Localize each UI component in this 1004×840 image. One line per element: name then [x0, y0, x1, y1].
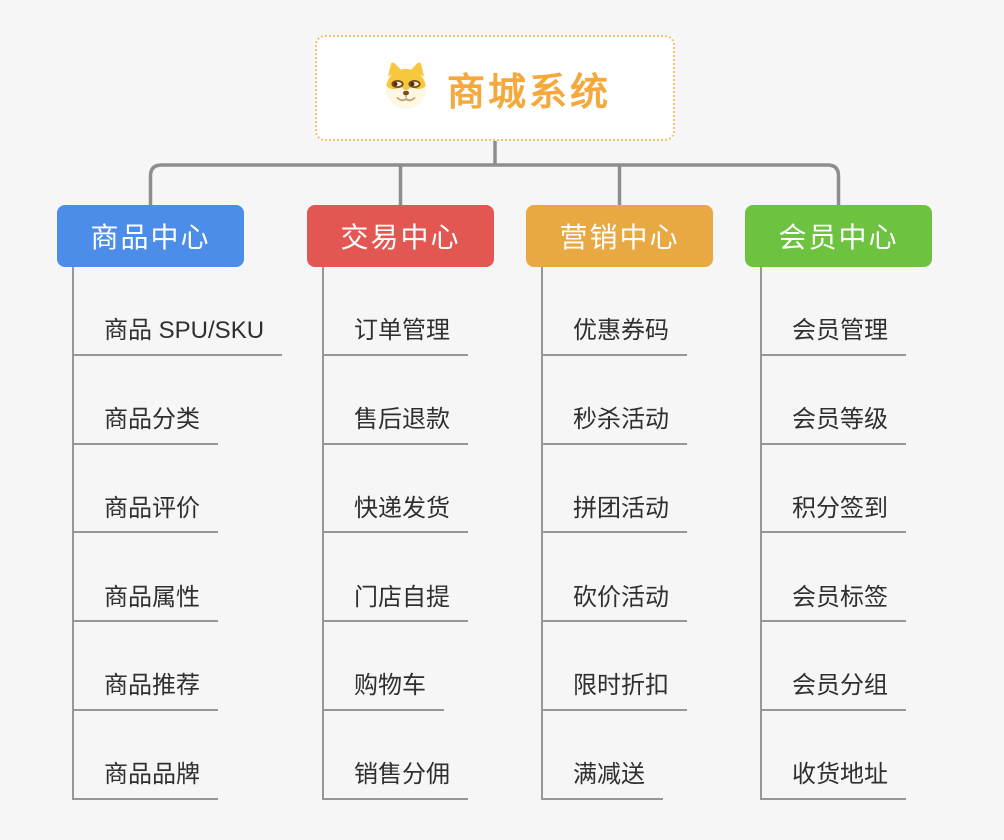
leaf-row: 门店自提	[324, 533, 468, 623]
leaf-node[interactable]: 秒杀活动	[543, 406, 687, 445]
leaf-row: 秒杀活动	[543, 356, 687, 445]
leaf-row: 会员等级	[762, 356, 906, 445]
branch-children-product-center: 商品 SPU/SKU 商品分类商品评价商品属性商品推荐商品品牌	[72, 267, 283, 800]
leaf-row: 购物车	[324, 622, 468, 712]
branch-node-label: 商品中心	[90, 222, 211, 253]
leaf-row: 积分签到	[762, 445, 906, 534]
leaf-row: 商品 SPU/SKU	[74, 267, 283, 356]
branch-node-label: 会员中心	[778, 222, 899, 253]
leaf-row: 限时折扣	[543, 622, 687, 712]
branch-node-label: 交易中心	[340, 222, 461, 253]
leaf-node[interactable]: 快递发货	[324, 495, 468, 534]
leaf-node[interactable]: 积分签到	[762, 495, 906, 534]
leaf-row: 商品属性	[74, 533, 282, 623]
shiba-dog-icon	[379, 61, 433, 115]
leaf-node[interactable]: 门店自提	[324, 584, 468, 623]
leaf-node[interactable]: 商品属性	[74, 584, 218, 623]
leaf-row: 收货地址	[762, 711, 906, 800]
branch-node-label: 营销中心	[559, 222, 680, 253]
leaf-node[interactable]: 订单管理	[324, 317, 468, 356]
leaf-node[interactable]: 商品推荐	[74, 672, 218, 712]
leaf-row: 销售分佣	[324, 711, 468, 800]
branch-children-marketing-center: 优惠券码秒杀活动拼团活动砍价活动限时折扣满减送	[541, 267, 687, 800]
leaf-node[interactable]: 销售分佣	[324, 761, 468, 800]
leaf-node[interactable]: 商品分类	[74, 406, 218, 445]
leaf-node[interactable]: 拼团活动	[543, 495, 687, 534]
branch-children-trade-center: 订单管理售后退款快递发货门店自提购物车销售分佣	[322, 267, 468, 800]
leaf-node[interactable]: 限时折扣	[543, 672, 687, 712]
leaf-node[interactable]: 购物车	[324, 672, 444, 712]
leaf-row: 售后退款	[324, 356, 468, 445]
leaf-node[interactable]: 商品评价	[74, 495, 218, 534]
leaf-row: 拼团活动	[543, 445, 687, 534]
leaf-row: 会员标签	[762, 533, 906, 623]
leaf-node[interactable]: 收货地址	[762, 761, 906, 800]
leaf-row: 快递发货	[324, 445, 468, 534]
branch-node-trade-center[interactable]: 交易中心	[307, 205, 494, 267]
leaf-row: 商品分类	[74, 356, 282, 445]
leaf-node[interactable]: 砍价活动	[543, 584, 687, 623]
leaf-node[interactable]: 商品品牌	[74, 761, 218, 800]
leaf-node[interactable]: 会员等级	[762, 406, 906, 445]
branch-node-member-center[interactable]: 会员中心	[745, 205, 932, 267]
leaf-node[interactable]: 优惠券码	[543, 317, 687, 356]
leaf-node[interactable]: 会员管理	[762, 317, 906, 356]
branch-children-member-center: 会员管理会员等级积分签到会员标签会员分组收货地址	[760, 267, 906, 800]
branch-node-marketing-center[interactable]: 营销中心	[526, 205, 713, 267]
root-node-label: 商城系统	[446, 71, 611, 114]
leaf-row: 满减送	[543, 711, 687, 800]
leaf-row: 优惠券码	[543, 267, 687, 356]
leaf-row: 会员分组	[762, 622, 906, 712]
root-node[interactable]: 商城系统	[315, 35, 675, 141]
branch-node-product-center[interactable]: 商品中心	[57, 205, 244, 267]
leaf-node[interactable]: 会员标签	[762, 584, 906, 623]
leaf-node[interactable]: 商品 SPU/SKU	[74, 317, 283, 356]
leaf-row: 砍价活动	[543, 533, 687, 623]
leaf-row: 商品评价	[74, 445, 282, 534]
leaf-node[interactable]: 满减送	[543, 761, 663, 800]
leaf-node[interactable]: 售后退款	[324, 406, 468, 445]
leaf-row: 商品品牌	[74, 711, 282, 800]
leaf-node[interactable]: 会员分组	[762, 672, 906, 712]
leaf-row: 订单管理	[324, 267, 468, 356]
leaf-row: 会员管理	[762, 267, 906, 356]
leaf-row: 商品推荐	[74, 622, 282, 712]
